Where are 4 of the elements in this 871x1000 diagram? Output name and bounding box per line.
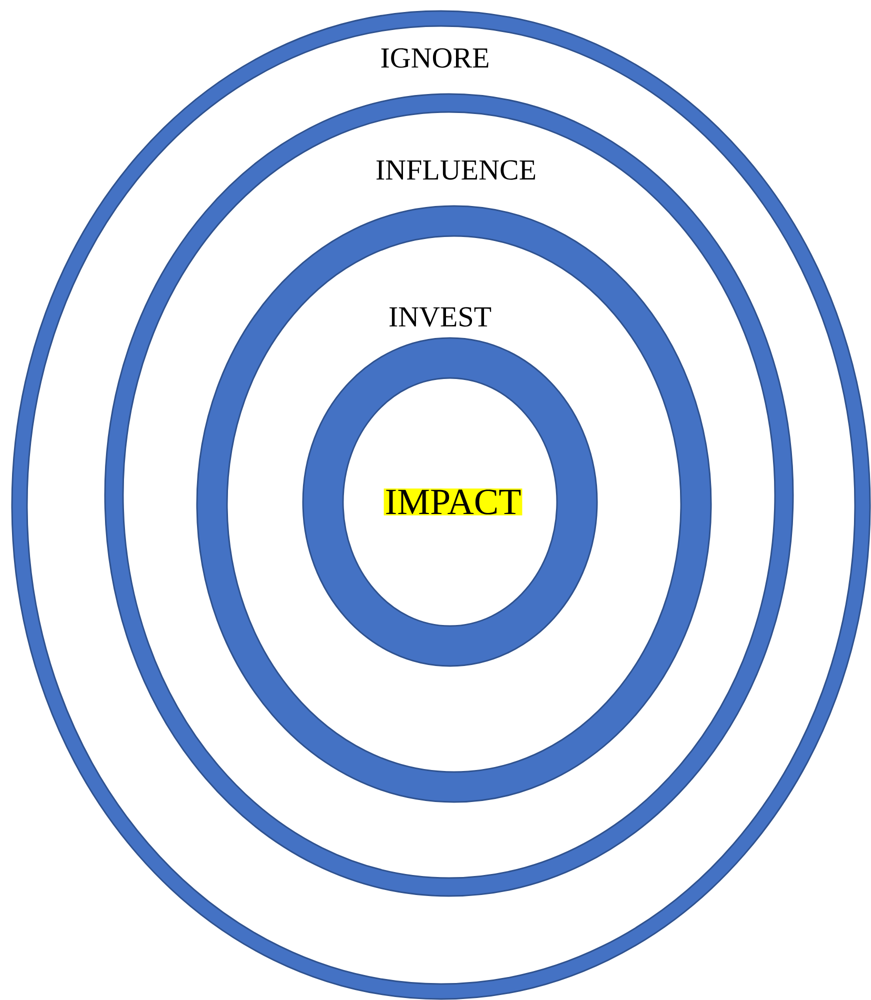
ring-label: INFLUENCE xyxy=(376,160,536,180)
ring-label: IMPACT xyxy=(384,488,522,516)
ring-label: IGNORE xyxy=(381,48,488,68)
ring-label: INVEST xyxy=(390,307,492,327)
